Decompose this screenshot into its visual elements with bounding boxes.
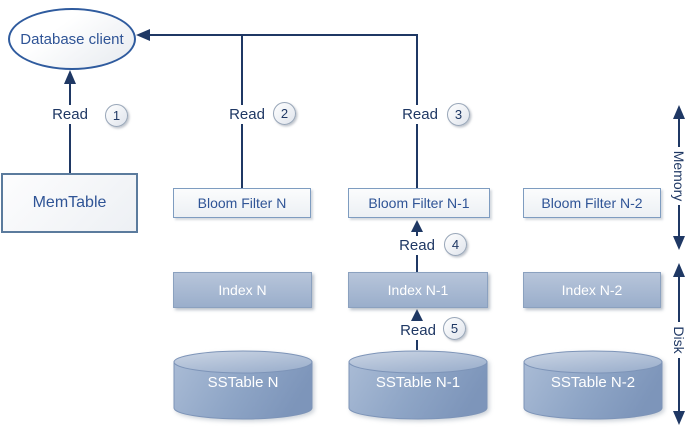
arrow-memtable-to-client [64, 70, 76, 173]
read-step-3-badge: 3 [447, 103, 470, 126]
memtable-node: MemTable [1, 173, 138, 233]
bloom-filter-n-node: Bloom Filter N [173, 188, 311, 218]
index-n-label: Index N [218, 282, 267, 298]
sstable-n2-node: SSTable N-2 [523, 350, 663, 422]
bloom-filter-n2-label: Bloom Filter N-2 [541, 195, 643, 211]
read-step-2-badge: 2 [273, 102, 296, 125]
bloom-filter-n1-node: Bloom Filter N-1 [348, 188, 490, 218]
sstable-n-node: SSTable N [173, 350, 313, 422]
read-step-1-badge: 1 [105, 104, 128, 127]
sstable-n1-label: SSTable N-1 [375, 374, 461, 391]
database-client-node: Database client [8, 8, 136, 70]
index-n-node: Index N [173, 272, 312, 308]
index-n2-label: Index N-2 [561, 282, 623, 298]
index-n2-node: Index N-2 [523, 272, 661, 308]
memtable-label: MemTable [32, 194, 107, 211]
database-client-label: Database client [20, 30, 124, 48]
disk-zone-label: Disk [670, 322, 688, 358]
sstable-n-label: SSTable N [207, 374, 279, 391]
connector-bloom-n1-to-client [136, 29, 418, 188]
read-step-5-label: Read [390, 321, 446, 340]
sstable-n1-node: SSTable N-1 [348, 350, 488, 422]
index-n1-label: Index N-1 [387, 282, 449, 298]
read-step-2-label: Read [219, 105, 275, 124]
read-step-4-label: Read [389, 236, 445, 255]
bloom-filter-n1-label: Bloom Filter N-1 [368, 195, 470, 211]
cylinder-icon [348, 350, 488, 420]
read-step-4-badge: 4 [444, 233, 467, 256]
sstable-n2-label: SSTable N-2 [550, 374, 636, 391]
read-step-1-label: Read [42, 105, 98, 124]
bloom-filter-n-label: Bloom Filter N [197, 195, 287, 211]
cylinder-icon [173, 350, 313, 420]
memory-zone-label: Memory [670, 147, 688, 205]
index-n1-node: Index N-1 [348, 272, 488, 308]
bloom-filter-n2-node: Bloom Filter N-2 [523, 188, 661, 218]
cylinder-icon [523, 350, 663, 420]
read-step-3-label: Read [392, 105, 448, 124]
read-step-5-badge: 5 [443, 317, 466, 340]
